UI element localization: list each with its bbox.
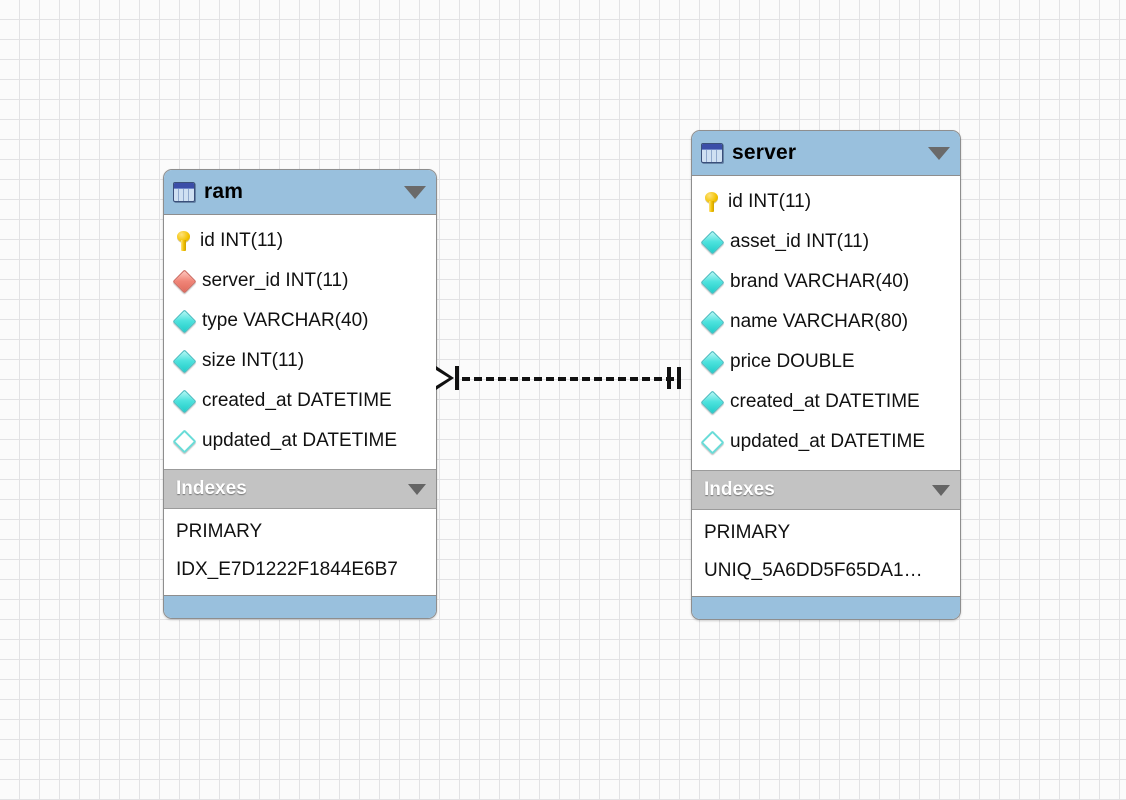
chevron-down-icon[interactable]: [404, 185, 426, 199]
column-row[interactable]: type VARCHAR(40): [164, 301, 436, 341]
relationship-bar-icon: [455, 366, 459, 390]
primary-key-icon: [176, 231, 191, 251]
index-row[interactable]: PRIMARY: [176, 521, 263, 542]
chevron-down-icon[interactable]: [928, 146, 950, 160]
relationship-ram-server[interactable]: [436, 356, 692, 400]
crows-foot-inner: [436, 370, 449, 386]
index-row[interactable]: PRIMARY: [704, 522, 791, 543]
column-label: size INT(11): [202, 350, 305, 371]
indexes-label: Indexes: [176, 478, 247, 499]
table-ram-header[interactable]: ram: [164, 170, 436, 215]
column-label: id INT(11): [728, 191, 812, 212]
index-row[interactable]: IDX_E7D1222F1844E6B7: [176, 559, 398, 580]
indexes-label: Indexes: [704, 479, 775, 500]
one-tick-icon: [667, 367, 671, 389]
column-row[interactable]: created_at DATETIME: [164, 381, 436, 421]
column-row[interactable]: brand VARCHAR(40): [692, 262, 960, 302]
table-ram-footer: [164, 595, 436, 618]
column-row[interactable]: size INT(11): [164, 341, 436, 381]
table-ram-columns: id INT(11) server_id INT(11) type VARCHA…: [164, 215, 436, 469]
not-null-diamond-icon: [172, 348, 197, 374]
table-ram-indexes-header[interactable]: Indexes: [164, 469, 436, 509]
relationship-line[interactable]: [462, 377, 674, 381]
table-server-indexes: PRIMARY UNIQ_5A6DD5F65DA1…: [692, 510, 960, 596]
column-label: id INT(11): [200, 230, 284, 251]
table-server-header[interactable]: server: [692, 131, 960, 176]
column-row[interactable]: price DOUBLE: [692, 342, 960, 382]
column-row[interactable]: name VARCHAR(80): [692, 302, 960, 342]
not-null-diamond-icon: [700, 389, 725, 415]
one-tick-icon: [677, 367, 681, 389]
not-null-diamond-icon: [700, 269, 725, 295]
chevron-down-icon[interactable]: [932, 484, 950, 496]
column-row[interactable]: updated_at DATETIME: [164, 421, 436, 461]
index-row[interactable]: UNIQ_5A6DD5F65DA1…: [704, 560, 923, 581]
not-null-diamond-icon: [700, 349, 725, 375]
table-ram-title: ram: [204, 180, 244, 203]
column-label: created_at DATETIME: [202, 390, 392, 411]
table-ram[interactable]: ram id INT(11) server_id INT(11) type VA…: [163, 169, 437, 619]
column-label: updated_at DATETIME: [730, 431, 926, 452]
table-server-indexes-header[interactable]: Indexes: [692, 470, 960, 510]
column-row[interactable]: asset_id INT(11): [692, 222, 960, 262]
table-icon: [701, 143, 723, 163]
column-row[interactable]: server_id INT(11): [164, 261, 436, 301]
primary-key-icon: [704, 192, 719, 212]
column-label: brand VARCHAR(40): [730, 271, 910, 292]
column-row[interactable]: created_at DATETIME: [692, 382, 960, 422]
nullable-diamond-icon: [172, 428, 197, 454]
column-row[interactable]: id INT(11): [164, 221, 436, 261]
nullable-diamond-icon: [700, 429, 725, 455]
column-label: server_id INT(11): [202, 270, 349, 291]
table-ram-indexes: PRIMARY IDX_E7D1222F1844E6B7: [164, 509, 436, 595]
column-label: created_at DATETIME: [730, 391, 920, 412]
not-null-diamond-icon: [700, 309, 725, 335]
not-null-diamond-icon: [172, 388, 197, 414]
foreign-key-diamond-icon: [172, 268, 197, 294]
column-label: type VARCHAR(40): [202, 310, 369, 331]
table-icon: [173, 182, 195, 202]
table-server-title: server: [732, 141, 797, 164]
column-label: price DOUBLE: [730, 351, 855, 372]
column-label: asset_id INT(11): [730, 231, 870, 252]
table-server-footer: [692, 596, 960, 619]
column-label: updated_at DATETIME: [202, 430, 398, 451]
chevron-down-icon[interactable]: [408, 483, 426, 495]
column-row[interactable]: updated_at DATETIME: [692, 422, 960, 462]
not-null-diamond-icon: [172, 308, 197, 334]
table-server-columns: id INT(11) asset_id INT(11) brand VARCHA…: [692, 176, 960, 470]
column-label: name VARCHAR(80): [730, 311, 909, 332]
table-server[interactable]: server id INT(11) asset_id INT(11) brand…: [691, 130, 961, 620]
column-row[interactable]: id INT(11): [692, 182, 960, 222]
not-null-diamond-icon: [700, 229, 725, 255]
